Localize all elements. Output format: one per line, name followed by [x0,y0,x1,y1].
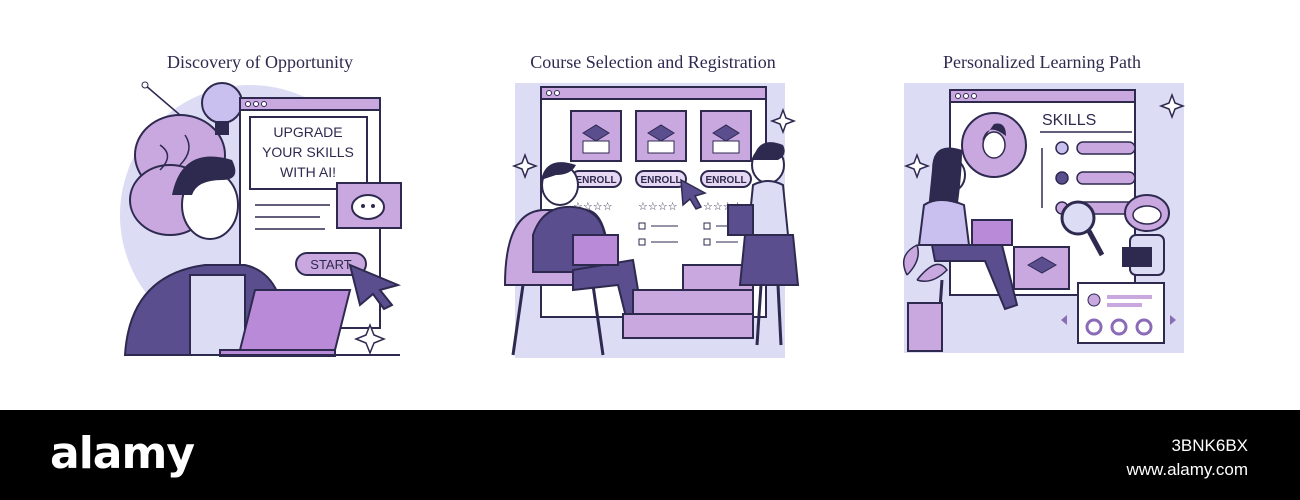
skill-row-2 [1055,171,1136,185]
laptop-icon [572,234,619,266]
graduation-cap-icon [582,124,610,142]
start-button-label: START [310,257,351,272]
image-id: 3BNK6BX [1171,436,1248,455]
person-man-sitting [532,162,645,327]
illustration-stage: Discovery of Opportunity [50,0,1252,410]
panel-title-discovery: Discovery of Opportunity [167,52,353,72]
robot-card [336,182,402,229]
cursor-arrow-icon [348,263,402,311]
screen-text-line-3: WITH AI! [280,164,336,180]
user-icon [1087,293,1101,307]
sparkle-icon [511,152,539,180]
graduation-cap-icon [712,124,740,142]
panel-title-learning-path: Personalized Learning Path [943,52,1141,72]
screen-text-line-2: YOUR SKILLS [262,144,354,160]
enroll-button-3[interactable] [700,170,752,188]
book-icon [582,140,610,154]
graduation-card [1013,246,1070,290]
panel-learning-path: Personalized Learning Path SKILLS [832,0,1252,410]
panel-title-course-selection: Course Selection and Registration [530,52,776,72]
magnifier-icon [1060,200,1105,257]
skill-row-1 [1055,141,1136,155]
laptop-icon [971,219,1013,246]
course-card-1 [570,110,622,162]
chevron-right-icon [1170,315,1176,325]
start-button[interactable] [295,252,367,276]
enroll-button-3-label: ENROLL [705,175,746,186]
sparkle-icon [353,322,387,356]
sparkle-icon [769,107,797,135]
enroll-button-2-label: ENROLL [640,175,681,186]
robot-icon [1122,194,1170,276]
profile-avatar [961,112,1027,178]
graduation-cap-icon [647,124,675,142]
course-selection-illustration: ENROLL ENROLL ENROLL ☆☆☆☆ ☆☆☆☆ ☆☆☆☆ [503,83,800,358]
laptop-icon [219,289,352,357]
graduation-cap-icon [1026,256,1058,274]
person-woman-standing [727,142,800,346]
learning-path-illustration: SKILLS [902,83,1186,353]
screen-text-line-1: UPGRADE [273,124,342,140]
alamy-logo: alamy [50,428,195,479]
discovery-illustration: UPGRADE YOUR SKILLS WITH AI! START [120,81,402,357]
course-card-2 [635,110,687,162]
book-icon [647,140,675,154]
dashboard-card [1077,282,1165,344]
panel-discovery: Discovery of Opportunity [50,0,470,410]
plant-pot-icon [902,243,948,352]
watermark-footer: alamy 3BNK6BX www.alamy.com [0,410,1300,500]
panel-course-selection: Course Selection and Registration [443,0,863,410]
person-woman-sitting [917,147,1019,351]
cursor-arrow-icon [680,178,707,210]
donut-chart-icon [1110,318,1128,336]
donut-chart-icon [1085,318,1103,336]
course-card-3 [700,110,752,162]
lightbulb-icon [201,82,243,135]
star-rating-2: ☆☆☆☆ [638,201,678,213]
robot-icon [351,194,385,220]
book-icon [712,140,740,154]
enroll-button-1-label: ENROLL [575,175,616,186]
sparkle-icon [1158,92,1186,120]
skills-heading: SKILLS [1042,112,1096,129]
donut-chart-icon [1135,318,1153,336]
sparkle-icon [903,152,931,180]
enroll-button-2[interactable] [635,170,687,188]
chevron-left-icon [1061,315,1067,325]
site-url: www.alamy.com [1126,460,1248,479]
tablet-icon [727,204,754,236]
